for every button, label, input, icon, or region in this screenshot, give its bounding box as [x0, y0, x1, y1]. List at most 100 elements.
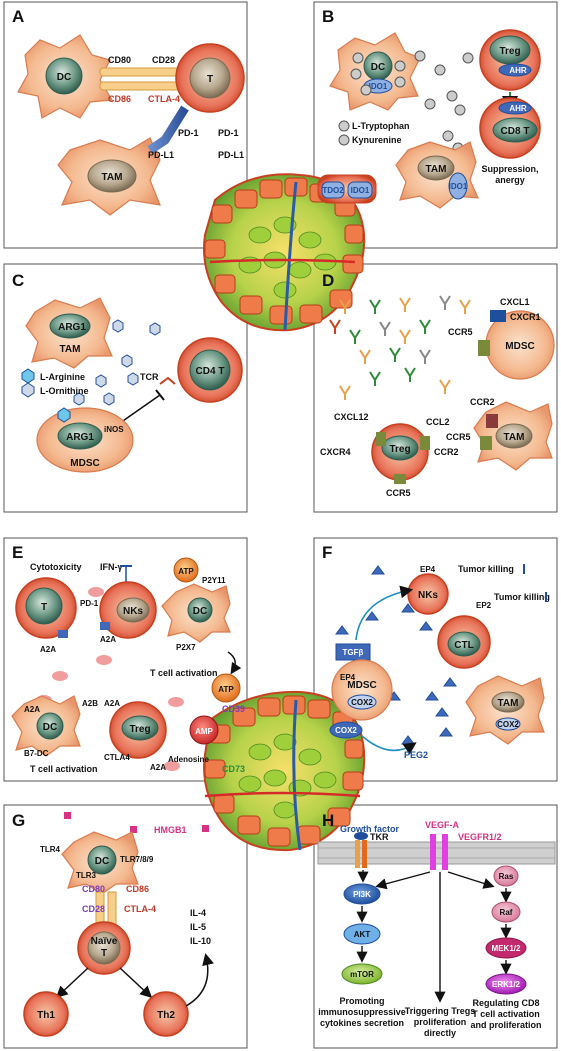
a2a-label-e1: A2A: [40, 645, 56, 654]
triggering-line-2: proliferation: [414, 1017, 467, 1027]
lorn-legend-icon: [21, 382, 35, 398]
cxcr4-label: CXCR4: [320, 447, 351, 457]
il5-label: IL-5: [190, 922, 206, 932]
dc-label-e2: DC: [43, 722, 57, 733]
cox2-label-f2: COX2: [497, 720, 519, 729]
cd28-label-g: CD28: [82, 904, 105, 914]
tam-label-b: TAM: [426, 164, 447, 175]
ccr2-label-d2: CCR2: [470, 397, 495, 407]
tlr3-label: TLR3: [76, 871, 97, 880]
a2a-label-e2: A2A: [100, 635, 116, 644]
cd8t-label-b: CD8 T: [501, 126, 530, 137]
mdsc-label-d: MDSC: [505, 341, 534, 352]
regulating-line-3: and proliferation: [470, 1020, 541, 1030]
naive-label-1: Naïve: [91, 936, 118, 947]
tkr-label: TKR: [370, 832, 389, 842]
panel-letter-d: D: [322, 271, 334, 290]
triggering-line-1: Triggering Tregs: [405, 1006, 476, 1016]
cxcl12-label: CXCL12: [334, 412, 369, 422]
erk-label: ERK1/2: [492, 980, 521, 989]
treg-label-b: Treg: [499, 46, 520, 57]
panel-letter-e: E: [12, 543, 23, 562]
mdsc-cell-f: [331, 659, 393, 721]
ctla4-label-e: CTLA4: [104, 753, 130, 762]
kyn-legend-label: Kynurenine: [352, 135, 402, 145]
atp-label-e1: ATP: [178, 567, 194, 576]
promoting-line-3: cytokines secretion: [320, 1018, 404, 1028]
t-label-e: T: [41, 602, 47, 613]
tumor-mass-top: [203, 173, 366, 332]
suppression-label: Suppression,: [481, 164, 538, 174]
ccr2-label-d1: CCR2: [434, 447, 459, 457]
ifng-label: IFN-γ: [100, 562, 123, 572]
ccl2-label: CCL2: [426, 417, 450, 427]
pd1-pdl1-left: [147, 105, 189, 154]
vegfr-label: VEGFR1/2: [458, 832, 502, 842]
p2y11-label: P2Y11: [202, 576, 226, 585]
tam-label-d: TAM: [504, 432, 525, 443]
il4-label: IL-4: [190, 908, 206, 918]
pdl1-label-a1: PD-L1: [148, 150, 174, 160]
panel-letter-a: A: [12, 7, 24, 26]
ep4-label-f2: EP4: [340, 673, 356, 682]
panel-h: H Growth factor TKR VEGF-A VEGFR1/2 Ras …: [317, 811, 556, 1038]
mtor-label: mTOR: [350, 970, 374, 979]
tdo2-label: TDO2: [322, 186, 344, 195]
erk-oval: [485, 973, 527, 995]
pd1-label-a2: PD-1: [218, 128, 239, 138]
mtor-oval: [341, 963, 383, 985]
cd4t-label: CD4 T: [196, 366, 225, 377]
ctla4-label-a: CTLA-4: [148, 94, 180, 104]
panel-letter-h: H: [322, 811, 334, 830]
th2-cell: [143, 991, 189, 1037]
larg-legend-label: L-Arginine: [40, 372, 85, 382]
nks-label-e: NKs: [123, 606, 143, 617]
il10-label: IL-10: [190, 936, 211, 946]
membrane: [317, 841, 556, 865]
ltrp-legend-icon: [338, 120, 350, 132]
mek-oval: [485, 937, 527, 959]
panel-a: A DC CD80 CD28 CD86 CTLA-4 T TAM PD-1 PD…: [12, 7, 245, 216]
tgfb-box: [335, 643, 371, 661]
mdsc-label-f: MDSC: [347, 680, 376, 691]
tcr-label: TCR: [140, 372, 159, 382]
panel-d: D MDSC CXCL1 CXCR1 CCR5 Tr: [320, 271, 555, 498]
tumor-mass-bottom: [203, 690, 366, 852]
ido1-label-b3: IDO1: [351, 186, 370, 195]
mek-label: MEK1/2: [492, 944, 521, 953]
cd39-label: CD39: [222, 704, 245, 714]
nks-label-f: NKs: [418, 590, 438, 601]
vegfa-label: VEGF-A: [425, 820, 460, 830]
panel-letter-c: C: [12, 271, 24, 290]
th1-label: Th1: [37, 1010, 55, 1021]
ccr5-label-d3: CCR5: [446, 432, 471, 442]
cox2-label-f1: COX2: [351, 698, 373, 707]
ahr-label-b2: AHR: [509, 104, 527, 113]
tumor-killing-label-1: Tumor killing: [458, 564, 514, 574]
cd86-label-a: CD86: [108, 94, 131, 104]
panel-letter-b: B: [322, 7, 334, 26]
ltrp-legend-label: L-Tryptophan: [352, 121, 410, 131]
tam-label-f: TAM: [498, 698, 519, 709]
panel-frames: [3, 1, 558, 1049]
cd80-label-a: CD80: [108, 55, 131, 65]
ctla4-label-g: CTLA-4: [124, 904, 156, 914]
naive-label-2: T: [101, 948, 107, 959]
akt-label: AKT: [354, 930, 371, 939]
tam-label-c: TAM: [60, 344, 81, 355]
hmgb1-icon: [202, 825, 209, 832]
larg-legend-icon: [21, 368, 35, 384]
dc-label-b: DC: [371, 62, 385, 73]
raf-label: Raf: [500, 908, 513, 917]
panel-letter-g: G: [12, 811, 25, 830]
pdl1-label-a2: PD-L1: [218, 150, 244, 160]
cxcr1-label: CXCR1: [510, 312, 541, 322]
cox2-label-f3: COX2: [335, 726, 357, 735]
dc-label-g: DC: [95, 856, 109, 867]
panel-f: F NKs EP4 Tumor killing CTL EP2 Tumor ki…: [322, 543, 550, 760]
cd28-label-a: CD28: [152, 55, 175, 65]
ccr5-label-d1: CCR5: [448, 327, 473, 337]
t-label-a: T: [207, 74, 213, 85]
ras-label: Ras: [499, 872, 514, 881]
ahr-oval-b1: [498, 63, 532, 77]
